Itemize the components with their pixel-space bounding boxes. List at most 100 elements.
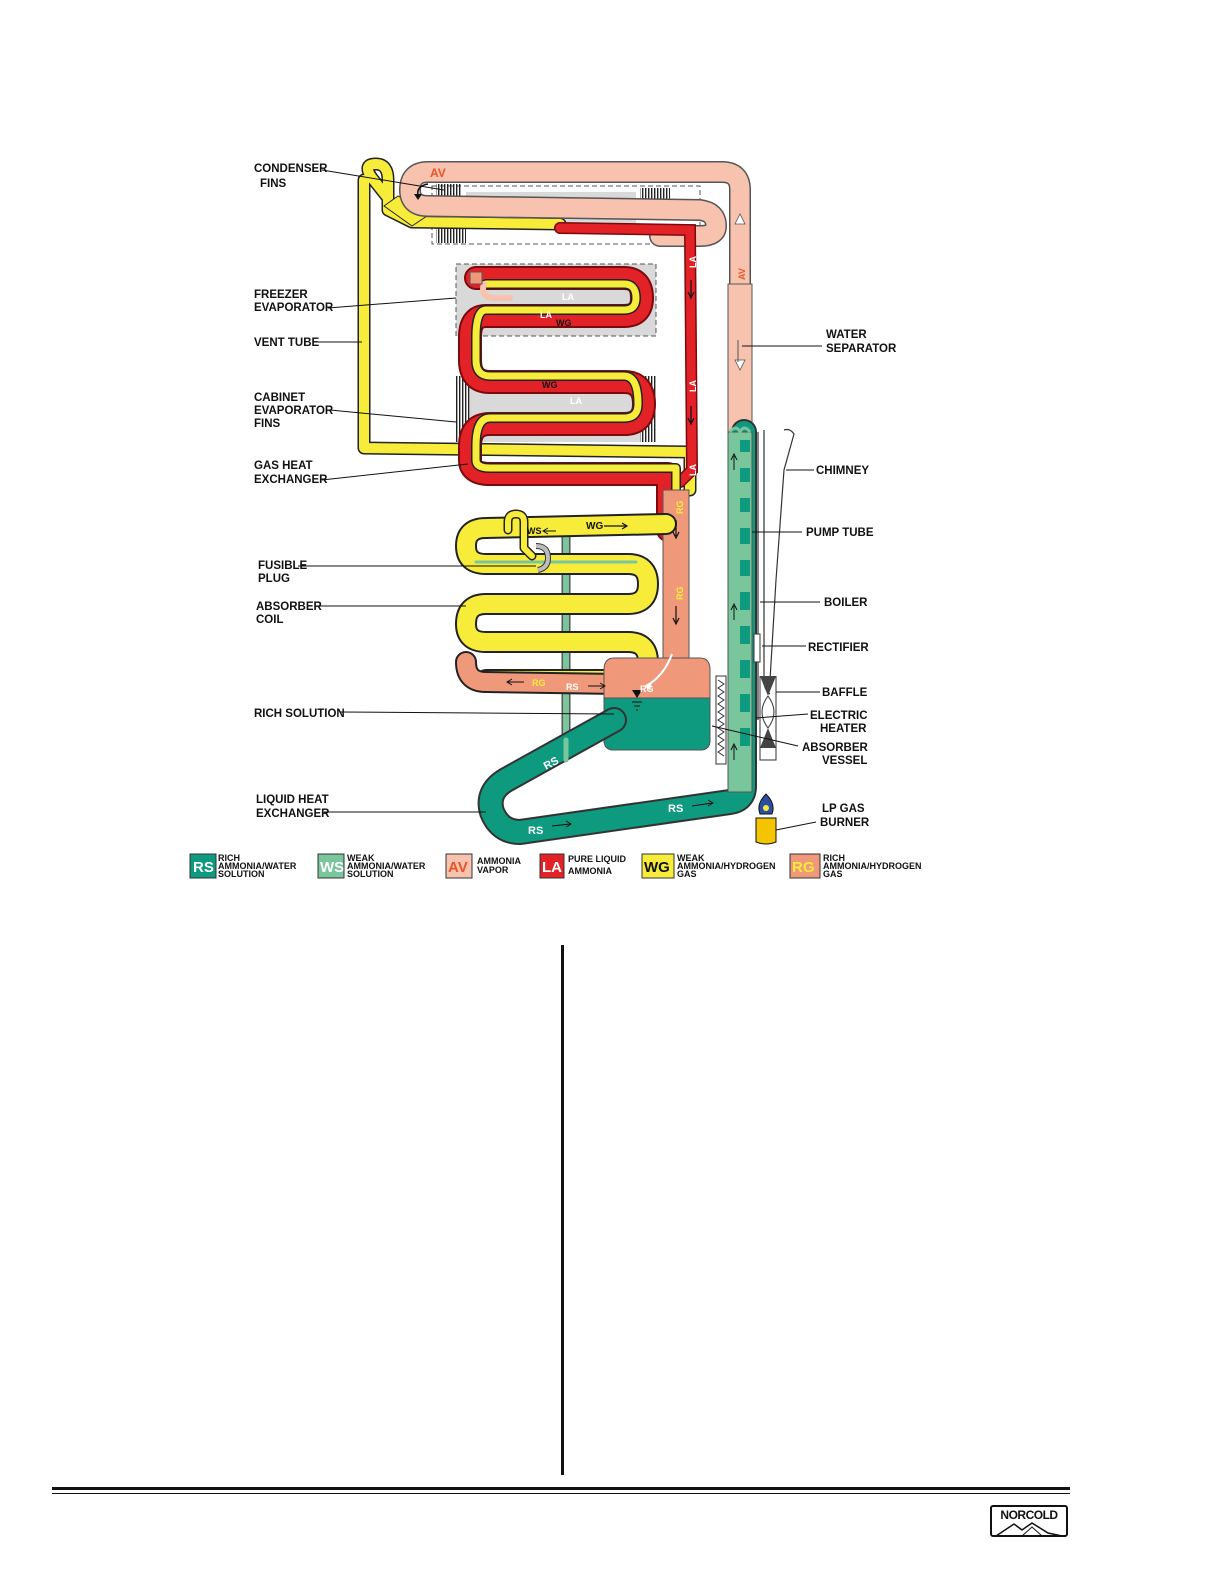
svg-text:AMMONIA: AMMONIA <box>477 856 521 866</box>
label-water-separator: SEPARATOR <box>826 343 897 355</box>
label-electric: ELECTRIC <box>810 710 868 722</box>
label-fusible-plug: PLUG <box>258 573 290 585</box>
label-freezer-evaporator: EVAPORATOR <box>254 302 334 314</box>
label-gas-heat-exchanger: EXCHANGER <box>254 474 328 486</box>
svg-text:VAPOR: VAPOR <box>477 865 509 875</box>
svg-text:RS: RS <box>668 803 683 815</box>
legend-item-rg: RG RICH AMMONIA/HYDROGEN GAS <box>789 853 922 879</box>
svg-text:RS: RS <box>528 825 543 837</box>
svg-text:LA: LA <box>562 292 574 302</box>
label-liquid-heat: LIQUID HEAT <box>256 794 329 806</box>
svg-text:LA: LA <box>540 310 552 320</box>
legend-item-av: AV AMMONIA VAPOR <box>445 853 521 879</box>
legend-swatch-wg <box>641 853 675 879</box>
label-rectifier: RECTIFIER <box>808 642 869 654</box>
svg-text:AV: AV <box>737 268 747 280</box>
svg-text:AMMONIA/HYDROGEN: AMMONIA/HYDROGEN <box>677 861 776 871</box>
svg-text:PURE LIQUID: PURE LIQUID <box>568 854 627 864</box>
label-freezer: FREEZER <box>254 289 308 301</box>
gas-heat-exchanger <box>458 266 681 542</box>
legend-swatch-ws <box>317 853 345 879</box>
rectifier <box>753 633 761 663</box>
label-pump-tube: PUMP TUBE <box>806 527 874 539</box>
legend-item-la: LA PURE LIQUID AMMONIA <box>539 853 627 879</box>
label-chimney: CHIMNEY <box>816 465 869 477</box>
lp-gas-burner <box>755 793 777 845</box>
svg-text:RS: RS <box>566 682 579 692</box>
legend-swatch-rg <box>789 853 821 879</box>
label-boiler: BOILER <box>824 597 868 609</box>
label-gas-heat: GAS HEAT <box>254 460 313 472</box>
label-water: WATER <box>826 329 867 341</box>
label-cabinet: CABINET <box>254 392 305 404</box>
svg-text:WG: WG <box>586 521 603 532</box>
svg-text:WS: WS <box>320 859 344 876</box>
legend-swatch-la <box>539 853 565 879</box>
footer-rule <box>52 1487 1070 1490</box>
label-absorber-coil: COIL <box>256 614 283 626</box>
svg-text:WEAK: WEAK <box>677 853 705 863</box>
svg-text:RS: RS <box>193 859 214 876</box>
svg-text:WG: WG <box>644 859 670 876</box>
svg-text:LA: LA <box>688 464 698 476</box>
svg-text:LA: LA <box>542 859 562 876</box>
label-electric-heater: HEATER <box>820 723 867 735</box>
svg-text:RG: RG <box>792 859 815 876</box>
pipe-tags: AV AV LA LA LA LA LA LA WG WG WG WS RG R… <box>414 166 747 837</box>
svg-text:RICH: RICH <box>823 853 845 863</box>
svg-text:GAS: GAS <box>823 869 843 879</box>
legend-item-rs: RS RICH AMMONIA/WATER SOLUTION <box>189 853 297 879</box>
label-fusible: FUSIBLE <box>258 560 308 572</box>
liquid-heat-exchanger <box>477 419 757 845</box>
absorber-vessel <box>603 653 711 751</box>
label-condenser: CONDENSER <box>254 163 328 175</box>
svg-text:RICH: RICH <box>218 853 240 863</box>
svg-text:RG: RG <box>675 587 685 601</box>
label-condenser-fins: FINS <box>260 178 287 190</box>
ammonia-vapor-line <box>399 161 753 439</box>
label-lp-gas: LP GAS <box>822 803 865 815</box>
label-lp-gas-burner: BURNER <box>820 817 870 829</box>
legend-item-wg: WG WEAK AMMONIA/HYDROGEN GAS <box>641 853 776 879</box>
column-divider <box>561 945 564 1475</box>
svg-text:WG: WG <box>542 380 558 390</box>
svg-text:LA: LA <box>688 380 698 392</box>
svg-text:RG: RG <box>675 501 685 515</box>
svg-text:RG: RG <box>640 684 654 694</box>
logo-text: NORCOLD <box>1000 1508 1058 1522</box>
svg-text:AMMONIA/HYDROGEN: AMMONIA/HYDROGEN <box>823 861 922 871</box>
svg-text:LA: LA <box>688 256 698 268</box>
svg-text:SOLUTION: SOLUTION <box>218 869 265 879</box>
label-absorber-vessel-2: VESSEL <box>822 755 867 767</box>
label-absorber-vessel-1: ABSORBER <box>802 742 869 754</box>
logo-mountain-icon <box>996 1522 1061 1535</box>
legend: RS RICH AMMONIA/WATER SOLUTION WS WEAK A… <box>189 853 922 879</box>
footer-rule-thin <box>52 1493 1070 1494</box>
svg-text:RG: RG <box>532 678 546 688</box>
legend-swatch-av <box>445 853 473 879</box>
label-cabinet-evaporator: EVAPORATOR <box>254 405 334 417</box>
svg-text:AMMONIA/WATER: AMMONIA/WATER <box>218 861 297 871</box>
pump-tube <box>727 426 753 793</box>
svg-text:WEAK: WEAK <box>347 853 375 863</box>
component-labels: CONDENSER FINS FREEZER EVAPORATOR VENT T… <box>254 163 897 829</box>
label-rich-solution: RICH SOLUTION <box>254 708 345 720</box>
label-cabinet-fins: FINS <box>254 418 281 430</box>
fusible-plug <box>535 543 552 573</box>
svg-text:GAS: GAS <box>677 869 697 879</box>
electric-heater <box>715 675 727 765</box>
label-baffle: BAFFLE <box>822 687 868 699</box>
svg-text:WG: WG <box>556 318 572 328</box>
svg-text:SOLUTION: SOLUTION <box>347 869 394 879</box>
label-liquid-heat-exchanger: EXCHANGER <box>256 808 330 820</box>
svg-text:AV: AV <box>448 859 468 876</box>
absorber-coil <box>455 509 677 695</box>
leader-lines <box>298 169 822 831</box>
legend-item-ws: WS WEAK AMMONIA/WATER SOLUTION <box>317 853 426 879</box>
svg-text:LA: LA <box>570 396 582 406</box>
svg-text:AV: AV <box>430 166 446 180</box>
liquid-ammonia-line <box>554 222 699 488</box>
norcold-logo: NORCOLD <box>990 1505 1068 1537</box>
svg-text:AMMONIA: AMMONIA <box>568 866 612 876</box>
